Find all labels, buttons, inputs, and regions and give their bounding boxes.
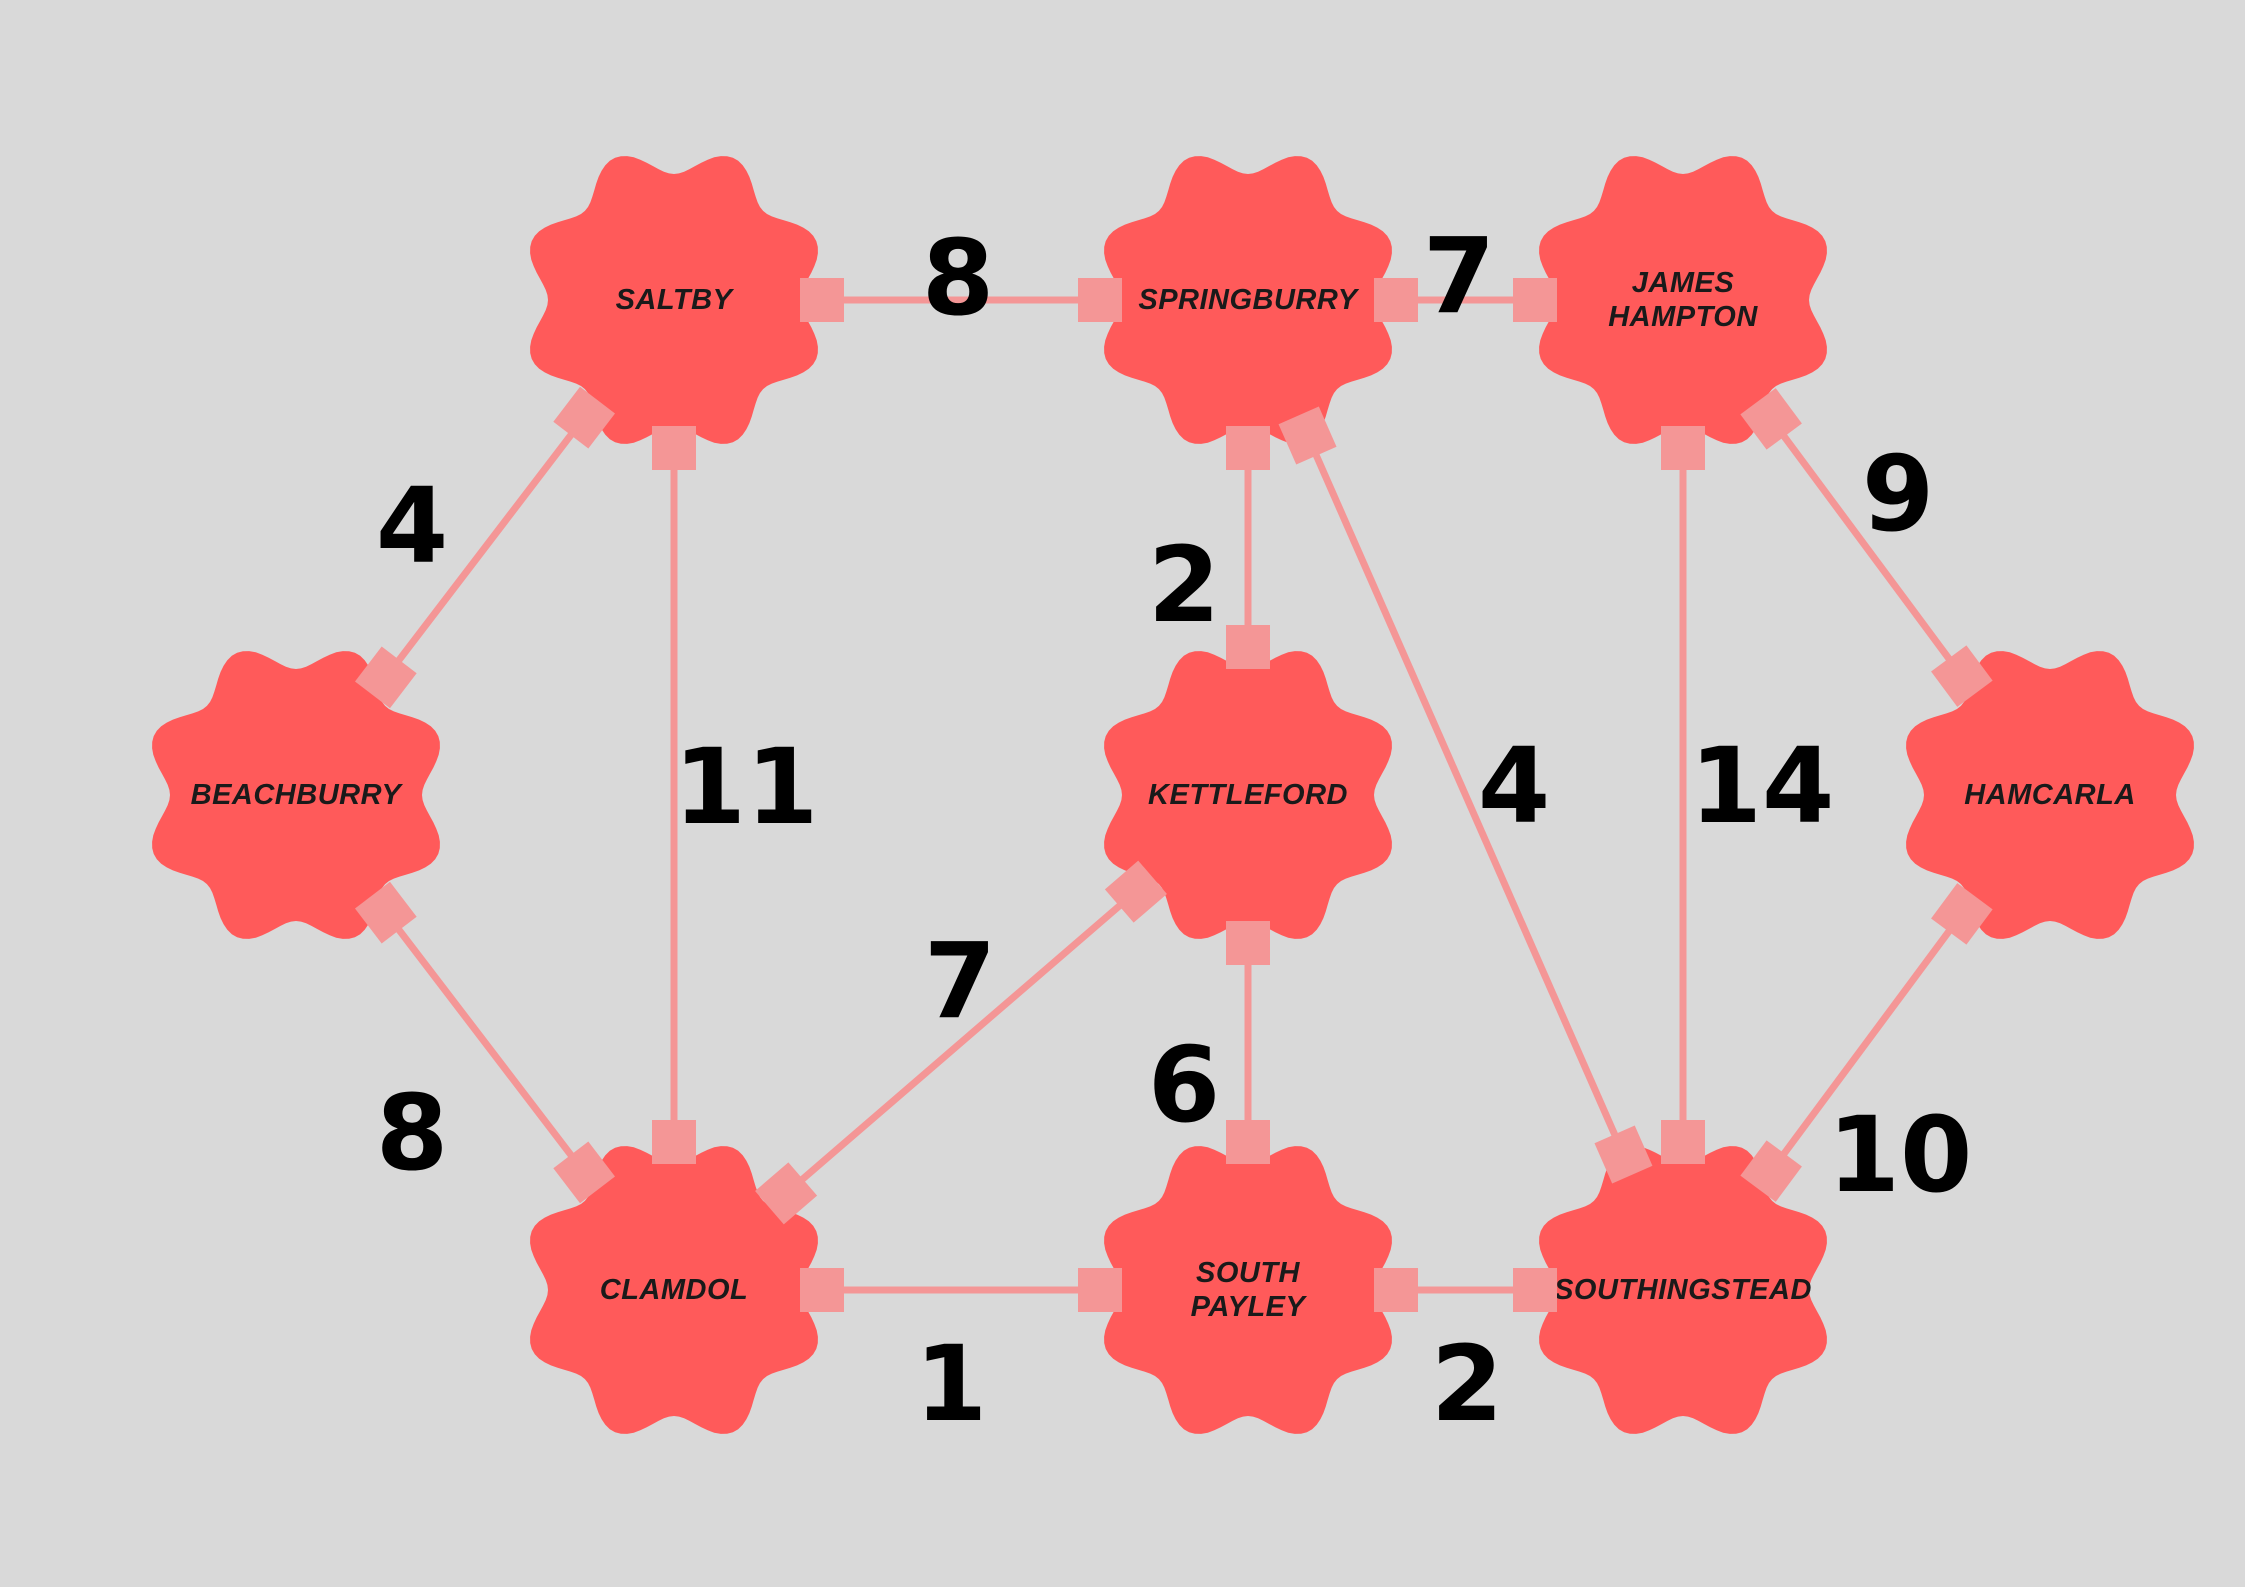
node-james-hampton-label: JAMES — [1632, 267, 1735, 299]
edge-saltby-clamdol-end-port — [652, 1120, 696, 1164]
edge-saltby-beachburry-start-port — [553, 386, 616, 449]
edge-springburry-kettleford-start-port — [1226, 426, 1270, 470]
node-saltby-label: SALTBY — [616, 284, 735, 316]
node-beachburry-shape — [152, 651, 440, 939]
node-clamdol-label: CLAMDOL — [600, 1274, 748, 1306]
node-beachburry-label: BEACHBURRY — [191, 779, 404, 811]
node-beachburry: BEACHBURRY — [152, 651, 440, 939]
node-south-payley-shape — [1104, 1146, 1392, 1434]
edge-springburry-kettleford-weight: 2 — [1148, 524, 1220, 646]
edge-clamdol-kettleford-line — [783, 889, 1139, 1196]
node-south-payley-label: SOUTH — [1196, 1257, 1301, 1289]
edge-james-hampton-hamcarla-end-port — [1931, 645, 1993, 707]
edge-kettleford-south-payley-weight: 6 — [1148, 1024, 1220, 1146]
node-southingstead-label: SOUTHINGSTEAD — [1554, 1274, 1812, 1306]
edge-hamcarla-southingstead-end-port — [1740, 1140, 1802, 1202]
edge-springburry-kettleford-end-port — [1226, 625, 1270, 669]
node-james-hampton-shape — [1539, 156, 1827, 444]
node-hamcarla: HAMCARLA — [1906, 651, 2194, 939]
edge-saltby-beachburry-line — [383, 415, 587, 680]
edge-james-hampton-southingstead-start-port — [1661, 426, 1705, 470]
edge-kettleford-south-payley-start-port — [1226, 921, 1270, 965]
edge-beachburry-clamdol-weight: 8 — [376, 1072, 448, 1194]
node-clamdol: CLAMDOL — [530, 1146, 818, 1434]
edge-south-payley-southingstead-weight: 2 — [1431, 1323, 1503, 1445]
node-springburry-shape — [1104, 156, 1392, 444]
edge-james-hampton-southingstead-end-port — [1661, 1120, 1705, 1164]
edge-saltby-beachburry-end-port — [354, 646, 417, 709]
edge-james-hampton-hamcarla-start-port — [1740, 388, 1802, 450]
node-clamdol-shape — [530, 1146, 818, 1434]
node-hamcarla-label: HAMCARLA — [1964, 779, 2136, 811]
edge-beachburry-clamdol-end-port — [553, 1141, 616, 1204]
node-hamcarla-shape — [1906, 651, 2194, 939]
edge-saltby-springburry-end-port — [1078, 278, 1122, 322]
edge-springburry-southingstead-start-port — [1278, 406, 1337, 465]
edge-hamcarla-southingstead-weight: 10 — [1828, 1094, 1973, 1216]
edge-james-hampton-hamcarla-line — [1768, 416, 1965, 679]
edge-hamcarla-southingstead-start-port — [1931, 883, 1993, 945]
node-southingstead-shape — [1539, 1146, 1827, 1434]
edge-james-hampton-southingstead-weight: 14 — [1690, 725, 1835, 847]
node-saltby: SALTBY — [530, 156, 818, 444]
edge-springburry-james-hampton-start-port — [1374, 278, 1418, 322]
edge-kettleford-south-payley-end-port — [1226, 1120, 1270, 1164]
edge-saltby-clamdol-weight: 11 — [674, 726, 819, 848]
edge-clamdol-kettleford-end-port — [1104, 860, 1167, 923]
node-southingstead: SOUTHINGSTEAD — [1539, 1146, 1827, 1434]
edge-south-payley-southingstead-end-port — [1513, 1268, 1557, 1312]
node-kettleford: KETTLEFORD — [1104, 651, 1392, 939]
edge-springburry-southingstead-end-port — [1594, 1125, 1653, 1184]
node-saltby-shape — [530, 156, 818, 444]
edge-south-payley-southingstead-start-port — [1374, 1268, 1418, 1312]
edges-layer — [383, 296, 1965, 1294]
edge-beachburry-clamdol-start-port — [354, 881, 417, 944]
node-springburry: SPRINGBURRY — [1104, 156, 1392, 444]
node-springburry-label: SPRINGBURRY — [1138, 284, 1359, 316]
node-kettleford-shape — [1104, 651, 1392, 939]
edge-springburry-southingstead-line — [1304, 434, 1627, 1156]
edge-clamdol-south-payley-start-port — [800, 1268, 844, 1312]
node-south-payley-label: PAYLEY — [1191, 1291, 1308, 1323]
edge-saltby-springburry-start-port — [800, 278, 844, 322]
node-kettleford-label: KETTLEFORD — [1148, 779, 1348, 811]
edge-springburry-southingstead-weight: 4 — [1478, 725, 1550, 847]
edge-hamcarla-southingstead-line — [1768, 911, 1965, 1174]
node-james-hampton-label: HAMPTON — [1608, 301, 1758, 333]
ports-layer — [354, 278, 1993, 1312]
edge-saltby-springburry-weight: 8 — [922, 217, 994, 339]
edge-springburry-james-hampton-end-port — [1513, 278, 1557, 322]
edge-clamdol-kettleford-weight: 7 — [924, 920, 996, 1042]
edge-saltby-beachburry-weight: 4 — [376, 465, 448, 587]
edge-james-hampton-hamcarla-weight: 9 — [1862, 433, 1934, 555]
edge-saltby-clamdol-start-port — [652, 426, 696, 470]
weights-layer: 8 7 4 11 2 4 14 9 8 7 6 1 2 10 — [376, 215, 1973, 1445]
edge-clamdol-south-payley-weight: 1 — [915, 1323, 987, 1445]
edge-clamdol-south-payley-end-port — [1078, 1268, 1122, 1312]
edge-springburry-james-hampton-weight: 7 — [1423, 215, 1495, 337]
edge-clamdol-kettleford-start-port — [755, 1162, 818, 1225]
edge-beachburry-clamdol-line — [383, 910, 587, 1175]
